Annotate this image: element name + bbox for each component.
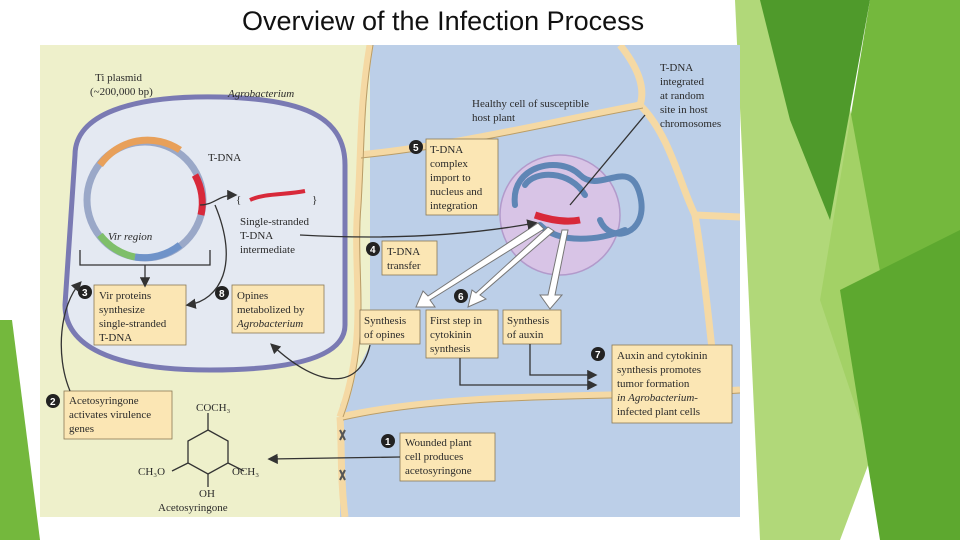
oh-group: OH <box>199 488 215 500</box>
svg-text:1: 1 <box>385 437 391 448</box>
step-5-callout: 5 T-DNA complex import to nucleus and in… <box>409 138 499 216</box>
svg-text:T-DNA complex impo: T-DNA complex import to nucleus and inte… <box>430 144 485 212</box>
infection-diagram: { } Ti plasmid (~200,000 bp) Agrobacteri… <box>40 45 740 517</box>
green-shape-bottom <box>840 230 960 540</box>
wound-marks <box>339 429 346 481</box>
svg-text:3: 3 <box>82 288 88 299</box>
green-shape-dark <box>760 0 870 220</box>
acetosyringone-name: Acetosyringone <box>158 502 228 514</box>
green-shape-left <box>0 320 40 540</box>
t-dna-integrated-label: T-DNA integrated at random site in host … <box>660 62 721 130</box>
healthy-cell-label: Healthy cell of susceptible host plant <box>472 98 592 124</box>
ti-plasmid <box>83 136 207 262</box>
bracket-right: } <box>312 194 317 206</box>
svg-text:Vir proteins synthesize: Vir proteins synthesize single-stranded … <box>99 290 169 344</box>
svg-text:6: 6 <box>458 292 464 303</box>
svg-text:Auxin and cytokinin synt: Auxin and cytokinin synthesis promotes t… <box>617 350 710 418</box>
step-1-callout: 1 Wounded plant cell produces acetosyrin… <box>381 432 496 482</box>
step-7-callout: 7 Auxin and cytokinin synthesis promotes… <box>591 344 733 424</box>
svg-text:8: 8 <box>219 289 225 300</box>
step-2-callout: 2 Acetosyringone activates virulence gen… <box>46 390 173 440</box>
coch3-group: COCH₃ <box>196 402 231 414</box>
svg-text:Wounded plant cell produ: Wounded plant cell produces acetosyringo… <box>405 437 474 477</box>
svg-text:2: 2 <box>50 397 56 408</box>
nucleus-output-arrows <box>415 222 569 310</box>
single-stranded-label: Single-stranded T-DNA intermediate <box>240 216 312 256</box>
step-6-marker: 6 <box>454 289 468 303</box>
ti-plasmid-label: Ti plasmid (~200,000 bp) <box>90 72 153 98</box>
acetosyringone-molecule: COCH₃ CH₃O OCH₃ OH Acetosyringone <box>138 402 259 514</box>
step-8-callout: 8 Opines metabolized by Agrobacterium <box>215 284 325 334</box>
slide-title: Overview of the Infection Process <box>242 6 645 36</box>
ss-t-dna-strand <box>249 189 306 202</box>
svg-text:T-DNA transfer: T-DNA transfer <box>387 246 422 272</box>
step-3-callout: 3 Vir proteins synthesize single-strande… <box>78 284 187 346</box>
ch3o-group: CH₃O <box>138 466 165 478</box>
svg-text:Acetosyringone activates: Acetosyringone activates virulence genes <box>69 395 154 435</box>
svg-text:5: 5 <box>413 143 419 154</box>
och3-group: OCH₃ <box>232 466 259 478</box>
bracket-left: { <box>236 194 241 206</box>
t-dna-label: T-DNA <box>208 152 241 164</box>
svg-text:7: 7 <box>595 350 601 361</box>
step-4-callout: 4 T-DNA transfer <box>366 240 438 276</box>
vir-region-label: Vir region <box>108 231 153 243</box>
process-arrows <box>60 114 646 465</box>
svg-text:4: 4 <box>370 245 376 256</box>
svg-text:Opines metabolized by: Opines metabolized by Agrobacterium <box>236 290 307 330</box>
integrated-t-dna <box>533 211 581 225</box>
agrobacterium-label: Agrobacterium <box>227 88 294 100</box>
